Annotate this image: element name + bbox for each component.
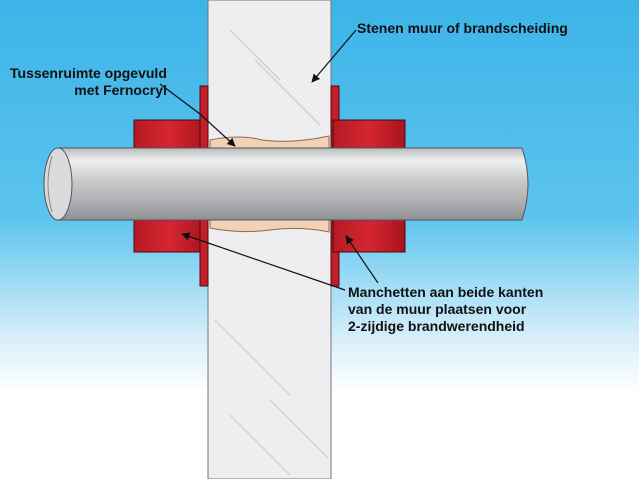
filler-arrow [159,83,236,147]
label-sleeves: Manchetten aan beide kanten van de muur … [348,284,543,335]
sleeve-left-arrow [181,232,346,291]
label-wall-text: Stenen muur of brandscheiding [357,20,568,36]
label-wall: Stenen muur of brandscheiding [357,20,568,37]
sleeve-right-arrow [345,235,379,284]
label-filler-line2: met Fernocryl [74,82,167,98]
stone-wall [207,0,332,479]
label-sleeves-line2: van de muur plaatsen voor [348,301,527,317]
wall-arrow [311,29,357,83]
label-sleeves-line3: 2-zijdige brandwerendheid [348,318,525,334]
label-filler-line1: Tussenruimte opgevuld [10,65,167,81]
pipe [43,147,529,221]
label-filler: Tussenruimte opgevuld met Fernocryl [10,65,167,99]
label-sleeves-line1: Manchetten aan beide kanten [348,284,544,300]
